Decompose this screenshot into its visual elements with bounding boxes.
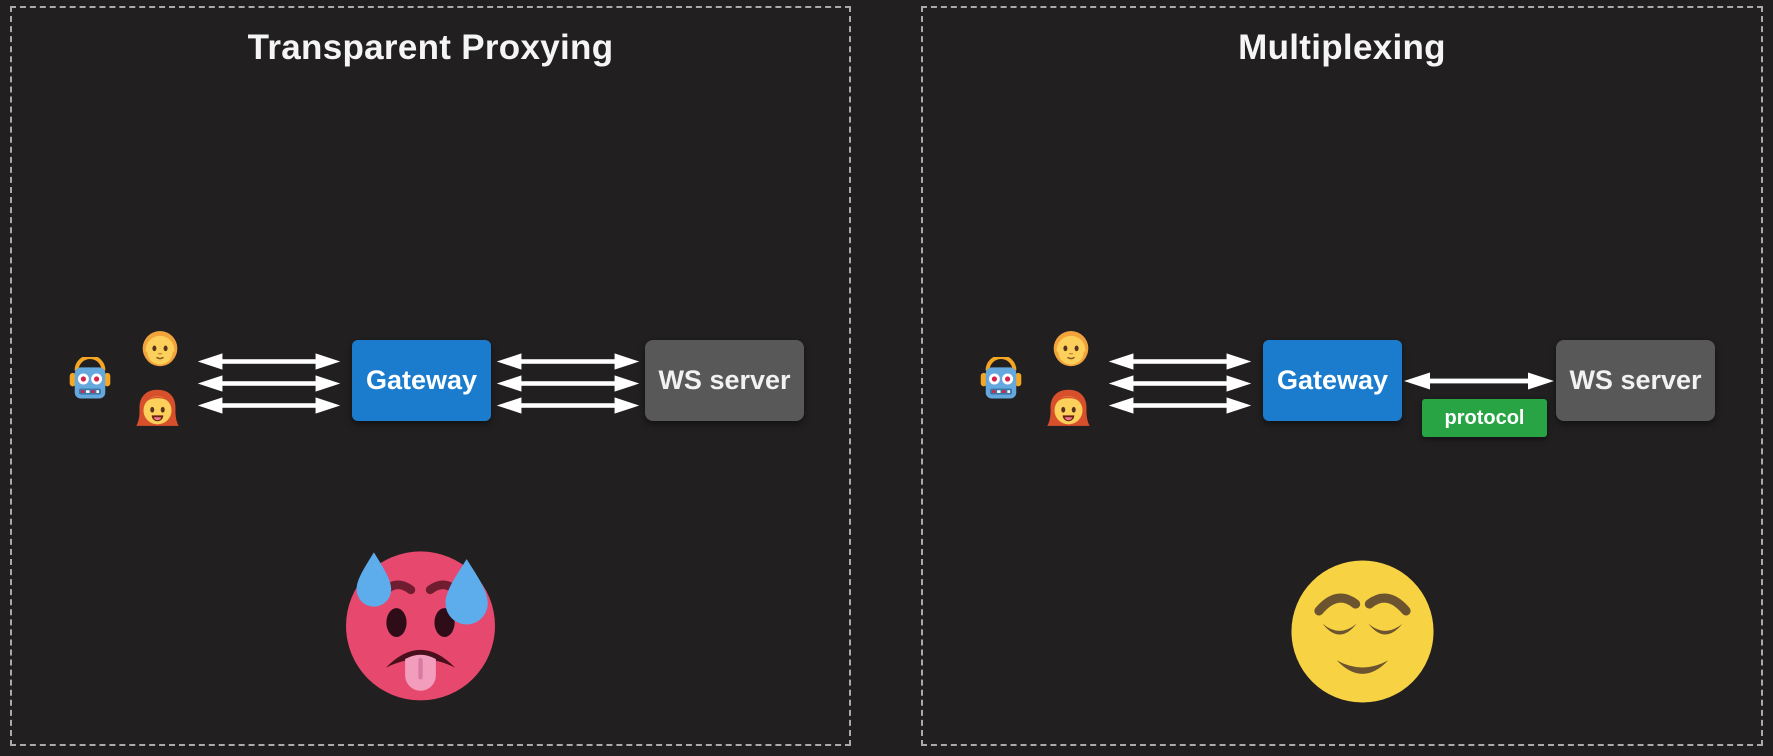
- protocol-badge: protocol: [1422, 399, 1547, 437]
- bidirectional-arrow-icon: [193, 374, 345, 393]
- woman-with-red-hair-emoji: [132, 382, 183, 433]
- gateway-label: Gateway: [365, 365, 478, 395]
- bidirectional-arrow-icon: [492, 374, 644, 393]
- bidirectional-arrow-icon: [1104, 352, 1256, 371]
- ws-server-box: WS server: [645, 340, 804, 421]
- woman-with-red-hair-emoji: [1043, 382, 1094, 433]
- bidirectional-arrow-icon: [492, 396, 644, 415]
- gateway-label: Gateway: [1276, 365, 1389, 395]
- bidirectional-arrow-icon: [1403, 371, 1555, 391]
- ws-server-label: WS server: [1569, 365, 1702, 395]
- ws-server-label: WS server: [658, 365, 791, 395]
- bidirectional-arrow-icon: [1104, 374, 1256, 393]
- bidirectional-arrow-icon: [492, 352, 644, 371]
- protocol-label: protocol: [1444, 406, 1525, 429]
- bidirectional-arrow-icon: [193, 352, 345, 371]
- robot-emoji: [979, 357, 1023, 401]
- hot-face-with-sweat-emoji: [334, 537, 507, 710]
- bidirectional-arrow-icon: [193, 396, 345, 415]
- relieved-face-emoji: [1280, 549, 1445, 714]
- panel-title: Multiplexing: [1238, 28, 1446, 67]
- client-gateway-arrows: [1104, 352, 1256, 415]
- gateway-box: Gateway: [1263, 340, 1402, 421]
- ws-server-box: WS server: [1556, 340, 1715, 421]
- gateway-server-arrows: [492, 352, 644, 415]
- panel-title: Transparent Proxying: [247, 28, 614, 67]
- client-gateway-arrows: [193, 352, 345, 415]
- man-emoji: [136, 320, 184, 374]
- gateway-box: Gateway: [352, 340, 491, 421]
- panel-multiplexing: Multiplexing Gateway protocol WS server: [921, 6, 1763, 746]
- robot-emoji: [68, 357, 112, 401]
- bidirectional-arrow-icon: [1104, 396, 1256, 415]
- panel-transparent-proxying: Transparent Proxying Gateway WS server: [10, 6, 851, 746]
- man-emoji: [1047, 320, 1095, 374]
